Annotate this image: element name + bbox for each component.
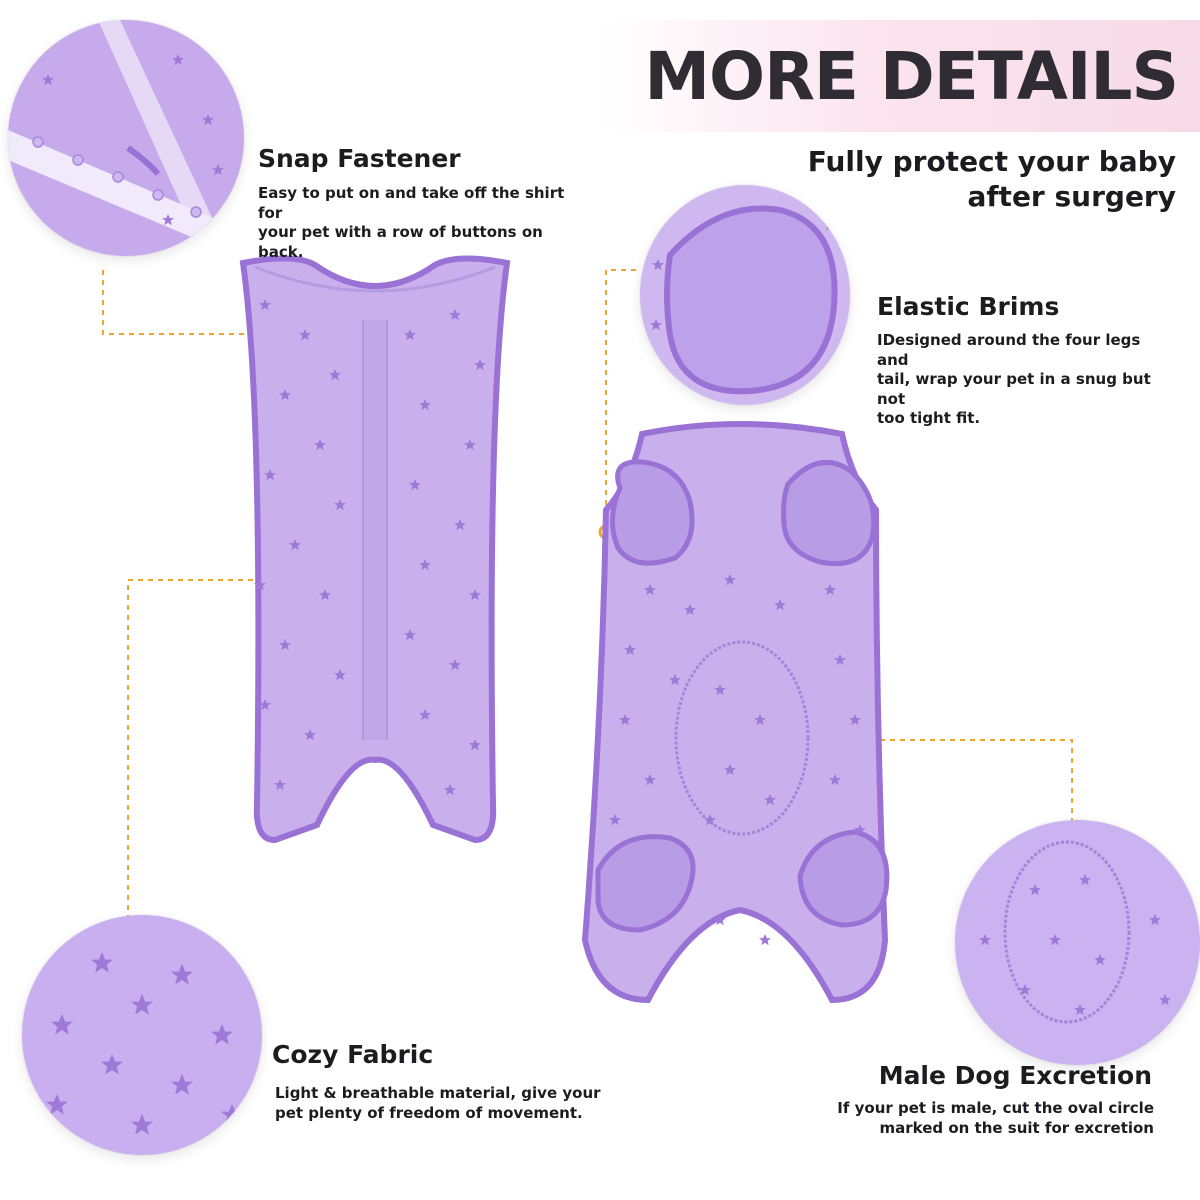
male-excretion-description: If your pet is male, cut the oval circle… xyxy=(824,1099,1154,1138)
male-desc-line-1: If your pet is male, cut the oval circle xyxy=(837,1099,1154,1117)
elastic-desc-line-2: tail, wrap your pet in a snug but not xyxy=(877,370,1151,408)
male-desc-line-2: marked on the suit for excretion xyxy=(879,1118,1154,1137)
elastic-desc-line-3: too tight fit. xyxy=(877,409,981,427)
subtitle-line-2: after surgery xyxy=(967,180,1176,213)
fabric-desc-line-1: Light & breathable material, give your xyxy=(275,1084,601,1102)
snap-fastener-title: Snap Fastener xyxy=(258,144,461,173)
male-excretion-zoom-image xyxy=(955,820,1200,1065)
callout-line-fabric xyxy=(127,579,308,920)
callout-line-elastic xyxy=(605,269,636,532)
elastic-brims-title: Elastic Brims xyxy=(877,292,1060,321)
snap-desc-line-1: Easy to put on and take off the shirt fo… xyxy=(258,184,565,222)
elastic-brims-description: IDesigned around the four legs and tail,… xyxy=(877,331,1177,429)
subtitle-line-1: Fully protect your baby xyxy=(807,145,1176,178)
cozy-fabric-zoom-image xyxy=(22,915,262,1155)
garment-back-view xyxy=(239,255,511,844)
garment-belly-view xyxy=(581,421,890,1004)
page-subtitle: Fully protect your baby after surgery xyxy=(796,144,1176,214)
snap-fastener-description: Easy to put on and take off the shirt fo… xyxy=(258,184,588,262)
elastic-desc-line-1: IDesigned around the four legs and xyxy=(877,331,1141,369)
male-excretion-title: Male Dog Excretion xyxy=(878,1061,1152,1090)
snap-desc-line-2: your pet with a row of buttons on back. xyxy=(258,223,543,261)
page-title: MORE DETAILS xyxy=(644,38,1179,115)
elastic-brims-zoom-image xyxy=(640,185,850,405)
cozy-fabric-title: Cozy Fabric xyxy=(272,1040,434,1069)
fabric-desc-line-2: pet plenty of freedom of movement. xyxy=(275,1103,583,1122)
title-banner-background xyxy=(600,20,1200,132)
snap-fastener-zoom-image xyxy=(8,20,244,256)
cozy-fabric-description: Light & breathable material, give your p… xyxy=(275,1084,605,1123)
